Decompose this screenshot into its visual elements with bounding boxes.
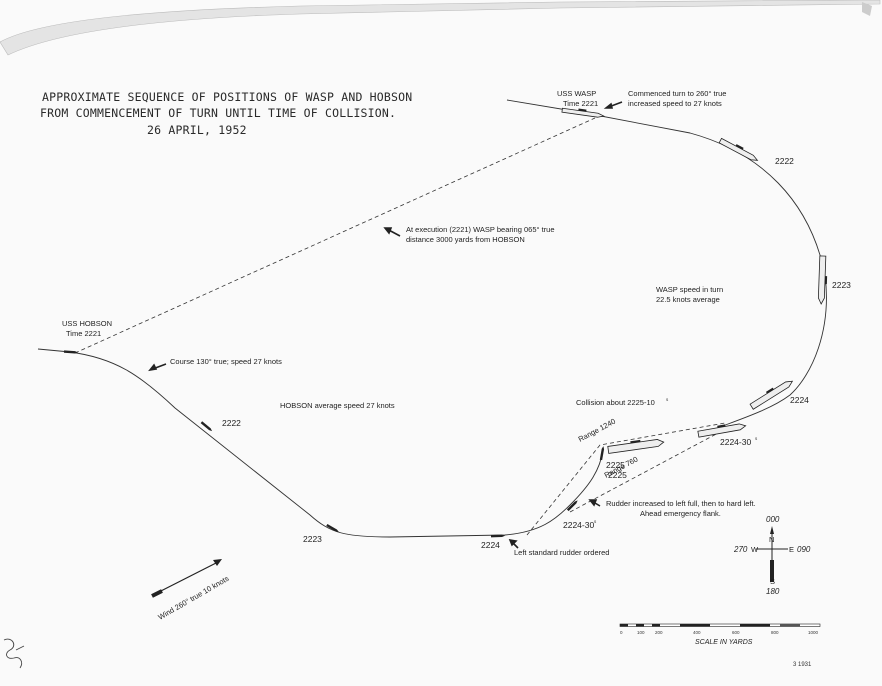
- hobson-time-2224-30: 2224-30: [563, 520, 594, 530]
- hobson-track: [37, 348, 604, 538]
- hobson-speed-note: HOBSON average speed 27 knots: [280, 401, 395, 410]
- wasp-time-2225: 2225: [606, 460, 625, 470]
- title-line-3: 26 APRIL, 1952: [147, 123, 247, 137]
- compass-east-deg: 090: [797, 545, 811, 554]
- wasp-time-2223: 2223: [832, 280, 851, 290]
- title-line-2: FROM COMMENCEMENT OF TURN UNTIL TIME OF …: [40, 106, 396, 120]
- hobson-time-2222: 2222: [222, 418, 241, 428]
- hobson-time-2224: 2224: [481, 540, 500, 550]
- hobson-ship-2225: [599, 446, 605, 461]
- hobson-time-2223: 2223: [303, 534, 322, 544]
- wasp-time-superscript: s: [755, 436, 758, 441]
- hobson-rudder-full-1: Rudder increased to left full, then to h…: [606, 499, 756, 508]
- scan-mark: [862, 2, 872, 16]
- wasp-time-2222: 2222: [775, 156, 794, 166]
- hobson-time-superscript: s: [594, 519, 597, 524]
- scale-tick-1000: 1000: [808, 630, 819, 635]
- archive-stamp: 3 1931: [793, 662, 812, 668]
- wasp-speed-note-1: WASP speed in turn: [656, 285, 723, 294]
- range-line-1240: [526, 422, 726, 536]
- wasp-ship-2225: [607, 439, 665, 454]
- scale-tick-400: 400: [693, 630, 701, 635]
- wasp-ship-2223: [817, 255, 828, 305]
- scale-tick-200: 200: [655, 630, 663, 635]
- wasp-speed-note-2: 22.5 knots average: [656, 295, 720, 304]
- wasp-ship-2221: [561, 107, 606, 118]
- wasp-time-2224-30: 2224-30: [720, 437, 751, 447]
- scan-shadow: [0, 0, 881, 56]
- hobson-course-note: Course 130° true; speed 27 knots: [170, 357, 282, 366]
- wasp-name: USS WASP: [557, 89, 596, 98]
- annotation-arrows: [148, 101, 623, 549]
- collision-note: Collision about 2225-10: [576, 398, 655, 407]
- compass-rose: [756, 526, 788, 582]
- wasp-start-time: Time 2221: [563, 99, 598, 108]
- hobson-start-time: Time 2221: [66, 329, 101, 338]
- hobson-ship-2223: [326, 523, 339, 532]
- wasp-turn-note-1: Commenced turn to 260° true: [628, 89, 726, 98]
- scale-label: SCALE IN YARDS: [695, 639, 753, 646]
- handwritten-mark: [3, 638, 25, 669]
- scale-bar: [619, 623, 821, 627]
- hobson-rudder-note: Left standard rudder ordered: [514, 548, 609, 557]
- wasp-ship-2224: [749, 380, 794, 410]
- execution-note-2: distance 3000 yards from HOBSON: [406, 235, 525, 244]
- compass-south-deg: 180: [766, 587, 780, 596]
- compass-west: W: [751, 545, 759, 554]
- wasp-track: [506, 99, 827, 431]
- hobson-rudder-full-2: Ahead emergency flank.: [640, 509, 721, 518]
- range-1240-label: Range 1240: [577, 417, 617, 444]
- hobson-ship-2221: [63, 350, 78, 354]
- compass-north: N: [769, 535, 774, 544]
- compass-south: S: [770, 577, 775, 586]
- collision-superscript: s: [666, 397, 669, 402]
- hobson-time-2225: 2225: [608, 470, 627, 480]
- range-line-760: [569, 431, 721, 513]
- wasp-ship-2222: [718, 137, 759, 161]
- wind-label: Wind 260° true 10 knots: [157, 574, 231, 622]
- hobson-name: USS HOBSON: [62, 319, 112, 328]
- compass-east: E: [789, 545, 794, 554]
- compass-west-deg: 270: [733, 545, 748, 554]
- wasp-ship-2224-30: [697, 423, 747, 438]
- scale-tick-100: 100: [637, 630, 645, 635]
- hobson-ship-2224-30: [566, 500, 578, 512]
- wasp-turn-note-2: increased speed to 27 knots: [628, 99, 722, 108]
- hobson-ship-2222: [200, 421, 213, 432]
- title-line-1: APPROXIMATE SEQUENCE OF POSITIONS OF WAS…: [42, 90, 412, 104]
- compass-north-deg: 000: [766, 515, 780, 524]
- wasp-time-2224: 2224: [790, 395, 809, 405]
- scale-tick-0: 0: [620, 630, 623, 635]
- wind-arrow: [151, 559, 222, 598]
- execution-note-1: At execution (2221) WASP bearing 065° tr…: [406, 225, 555, 234]
- scale-tick-600: 600: [732, 630, 740, 635]
- scale-tick-800: 800: [771, 630, 779, 635]
- hobson-ship-2224: [490, 534, 505, 538]
